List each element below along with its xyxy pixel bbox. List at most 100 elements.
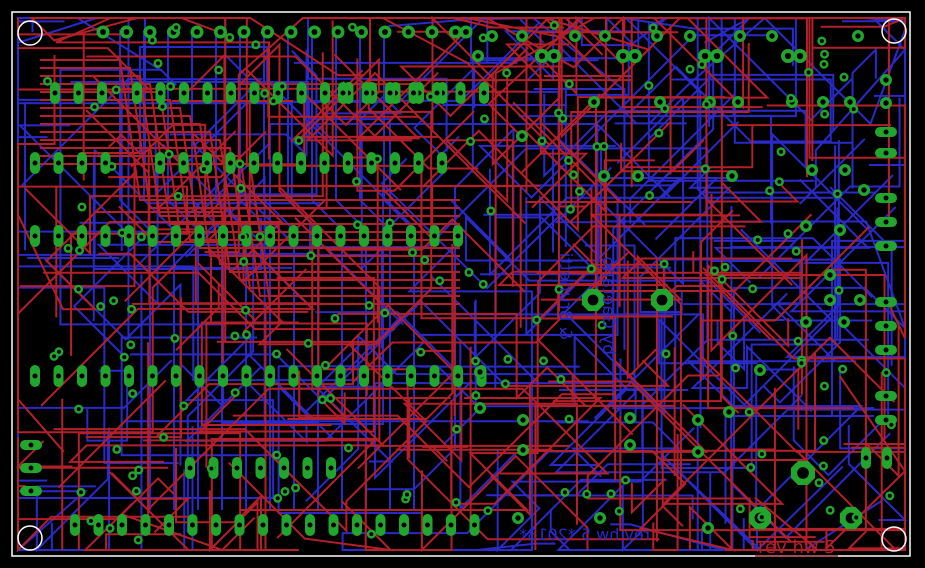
via-hole [759, 515, 764, 520]
pad-hole [519, 133, 525, 139]
pad-hole [385, 233, 390, 239]
bottom-trace [246, 314, 403, 445]
bottom-trace [18, 102, 293, 202]
via-hole [767, 188, 772, 193]
top-trace [53, 342, 428, 534]
via-hole [822, 112, 827, 117]
top-trace [228, 461, 394, 552]
via-hole [755, 237, 760, 242]
pad-hole [338, 373, 343, 379]
via-hole [77, 248, 82, 253]
pad-hole [489, 33, 495, 39]
bottom-trace [341, 450, 668, 551]
pad-hole [220, 373, 226, 379]
via-hole [664, 351, 669, 356]
pad-hole [284, 522, 289, 528]
pad-hole [335, 29, 341, 35]
pad-hole [56, 233, 61, 239]
top-trace [608, 251, 801, 274]
top-trace [630, 478, 666, 515]
bus-trace [40, 123, 460, 265]
pad-hole [358, 29, 365, 35]
pad-hole [597, 515, 603, 521]
pad-hole [190, 522, 195, 528]
pad-hole [32, 160, 38, 166]
bus-trace [40, 147, 460, 289]
via-hole [662, 261, 667, 266]
top-trace [85, 109, 200, 303]
via-hole [174, 25, 179, 30]
pad-hole [241, 29, 247, 35]
pad-hole [695, 449, 701, 455]
top-trace [832, 268, 906, 550]
bottom-trace [18, 522, 53, 551]
pad-hole [217, 29, 224, 35]
top-trace [452, 17, 564, 29]
pad-hole [173, 373, 179, 379]
via-hole [418, 350, 423, 355]
pad-hole [28, 442, 34, 448]
top-trace [356, 58, 475, 192]
pad-hole [331, 522, 336, 528]
top-trace [29, 17, 234, 42]
top-trace [43, 271, 395, 331]
pad-hole [258, 465, 263, 471]
pad-hole [267, 233, 273, 239]
via-hole [172, 336, 177, 341]
pad-hole [656, 294, 668, 306]
via-hole [699, 62, 704, 67]
via-hole [819, 38, 824, 43]
top-trace [267, 47, 527, 225]
pad-hole [757, 367, 763, 373]
pad-hole [401, 522, 407, 528]
via-hole [253, 42, 258, 47]
via-hole [748, 465, 753, 470]
pad-hole [803, 223, 809, 229]
pad-hole [291, 233, 296, 239]
pad-hole [701, 52, 709, 60]
via-hole [369, 532, 374, 537]
pad-hole [52, 90, 58, 96]
via-hole [120, 230, 125, 235]
via-hole [557, 287, 562, 292]
via-hole [488, 208, 493, 213]
via-hole [387, 220, 392, 225]
pad-hole [796, 52, 804, 60]
via-hole [473, 393, 478, 398]
bottom-trace [628, 65, 832, 143]
top-trace [466, 17, 651, 78]
via-hole [608, 491, 613, 496]
pad-hole [784, 52, 792, 60]
via-hole [98, 304, 103, 309]
bus-trace [40, 131, 460, 273]
top-trace [537, 188, 709, 481]
via-hole [556, 110, 561, 115]
via-hole [571, 172, 576, 177]
via-hole [835, 191, 840, 196]
via-hole [822, 52, 827, 57]
rev-label-bottom: rev hw 5 *2013* [519, 525, 650, 544]
via-hole [201, 167, 206, 172]
top-trace [730, 387, 776, 550]
via-hole [150, 38, 155, 43]
via-hole [454, 500, 459, 505]
pad-hole [328, 465, 334, 471]
via-hole [410, 250, 415, 255]
via-hole [750, 286, 755, 291]
via-hole [241, 259, 246, 264]
via-hole [558, 377, 563, 382]
pad-hole [713, 52, 721, 60]
via-hole [79, 490, 84, 495]
top-trace [216, 18, 381, 343]
pad-hole [143, 522, 148, 528]
pad-hole [345, 160, 351, 166]
top-trace [843, 323, 906, 549]
pad-hole [883, 219, 889, 225]
top-trace [232, 393, 616, 489]
via-hole [712, 268, 717, 273]
pad-hole [520, 447, 526, 453]
pad-hole [361, 373, 367, 379]
top-trace [302, 164, 540, 320]
bottom-trace [313, 385, 394, 463]
via-hole [779, 149, 784, 154]
